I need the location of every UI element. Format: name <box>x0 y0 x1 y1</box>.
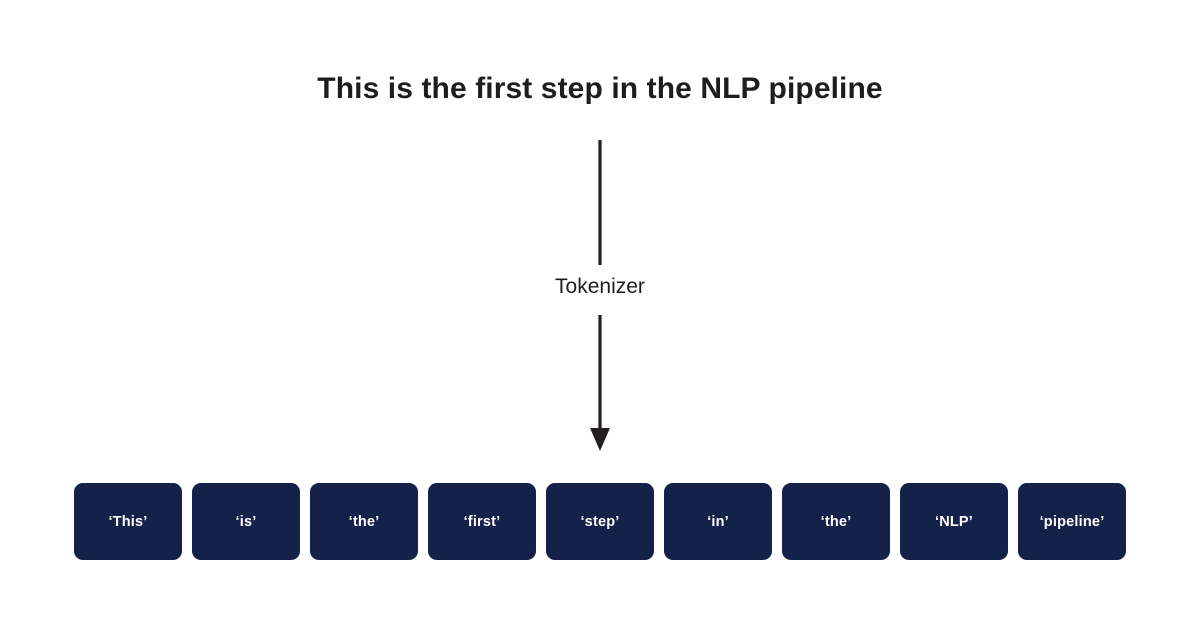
token-label: ‘This’ <box>108 513 148 530</box>
token-label: ‘in’ <box>707 513 729 530</box>
token-label: ‘the’ <box>348 513 380 530</box>
token-label: ‘is’ <box>235 513 257 530</box>
token-box: ‘the’ <box>310 483 418 560</box>
token-label: ‘pipeline’ <box>1039 513 1105 530</box>
token-list: ‘This’ ‘is’ ‘the’ ‘first’ ‘step’ ‘in’ ‘t… <box>74 483 1126 560</box>
token-box: ‘the’ <box>782 483 890 560</box>
token-label: ‘step’ <box>580 513 620 530</box>
arrowhead-icon <box>590 428 610 451</box>
token-box: ‘in’ <box>664 483 772 560</box>
token-box: ‘is’ <box>192 483 300 560</box>
token-box: ‘step’ <box>546 483 654 560</box>
token-label: ‘the’ <box>820 513 852 530</box>
token-box: ‘pipeline’ <box>1018 483 1126 560</box>
token-box: ‘This’ <box>74 483 182 560</box>
token-box: ‘first’ <box>428 483 536 560</box>
input-sentence-title: This is the first step in the NLP pipeli… <box>317 72 883 105</box>
token-label: ‘first’ <box>463 513 501 530</box>
token-box: ‘NLP’ <box>900 483 1008 560</box>
tokenizer-stage-label: Tokenizer <box>555 275 645 298</box>
token-label: ‘NLP’ <box>934 513 974 530</box>
